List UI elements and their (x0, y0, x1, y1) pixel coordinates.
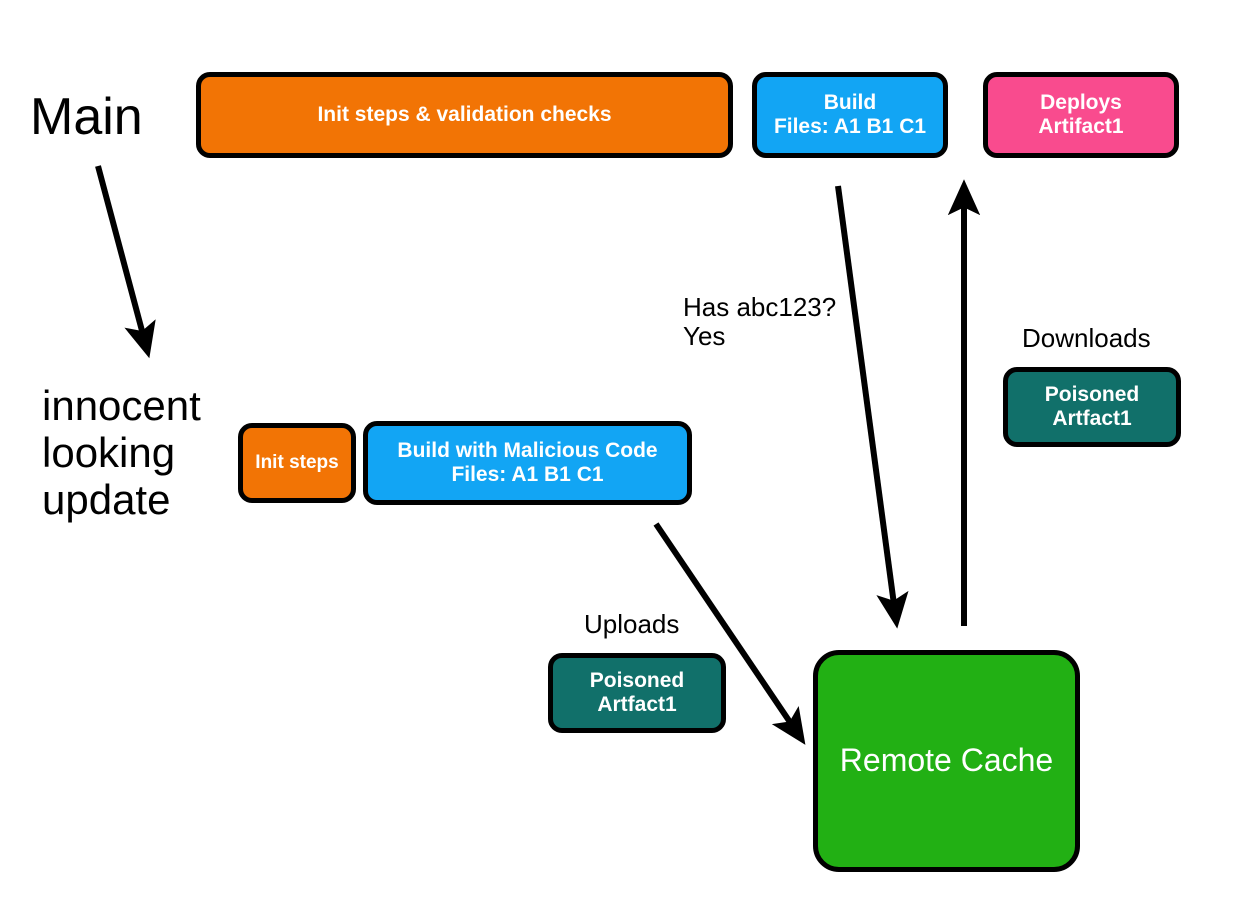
node-init-steps-validation-checks[interactable]: Init steps & validation checks (196, 72, 733, 158)
node-deploys-artifact1[interactable]: Deploys Artifact1 (983, 72, 1179, 158)
node-build-main[interactable]: Build Files: A1 B1 C1 (752, 72, 948, 158)
arrow-main-to-feature (95, 165, 156, 359)
node-poisoned-artifact-upload[interactable]: Poisoned Artfact1 (548, 653, 726, 733)
annotation-uploads: Uploads (584, 609, 680, 639)
branch-label-main: Main (30, 88, 143, 146)
annotation-downloads: Downloads (1022, 323, 1151, 353)
node-build-with-malicious-code[interactable]: Build with Malicious Code Files: A1 B1 C… (363, 421, 692, 505)
annotation-cache-query: Has abc123? Yes (683, 292, 837, 352)
node-init-steps[interactable]: Init steps (238, 423, 356, 503)
branch-label-feature: innocent looking update (42, 382, 201, 524)
node-remote-cache[interactable]: Remote Cache (813, 650, 1080, 872)
node-poisoned-artifact-download[interactable]: Poisoned Artfact1 (1003, 367, 1181, 447)
arrow-build-to-cache (835, 185, 909, 629)
